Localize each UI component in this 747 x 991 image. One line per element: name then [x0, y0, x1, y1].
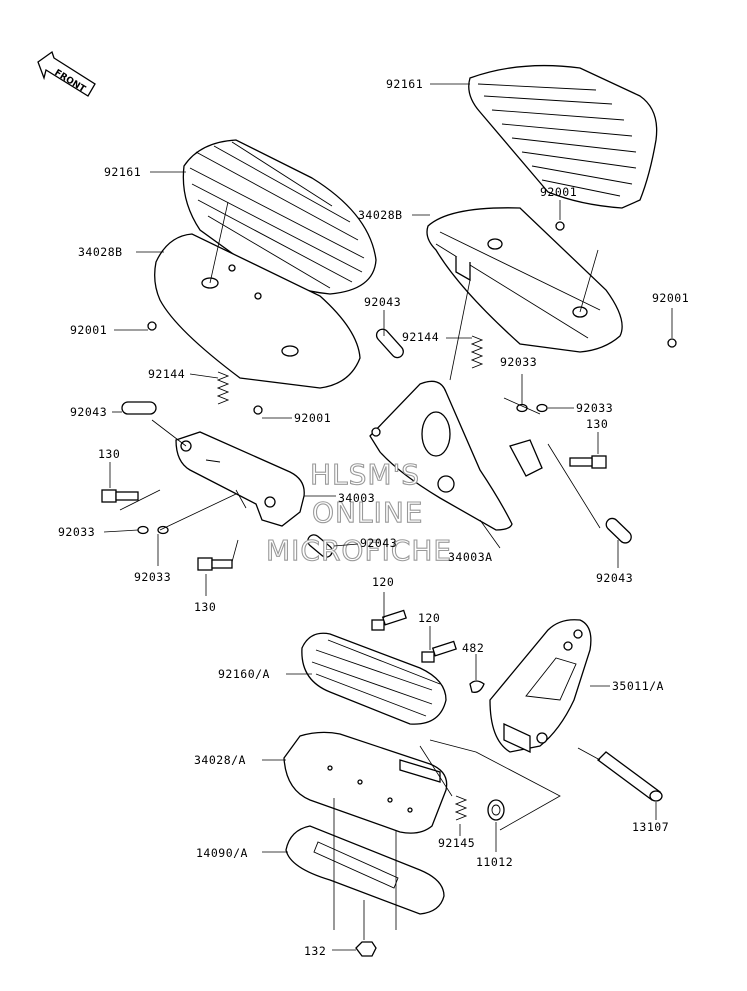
front-arrow-icon: FRONT — [37, 50, 96, 97]
callout-130-right: 130 — [586, 417, 608, 431]
callout-92033-right-b: 92033 — [576, 401, 613, 415]
washer-92033 — [137, 403, 548, 535]
spring-92145 — [454, 795, 468, 821]
bolt-130-left-top — [101, 489, 139, 503]
callout-92001-left-bottom: 92001 — [294, 411, 331, 425]
callout-34028B-left: 34028B — [78, 245, 123, 259]
pin-92043-mid — [307, 534, 333, 558]
callout-92033-right-a: 92033 — [500, 355, 537, 369]
callout-92160A: 92160/A — [218, 667, 270, 681]
callout-34028B-right: 34028B — [358, 208, 403, 222]
rear-left-floorboard — [147, 233, 361, 415]
pedal-shaft-13107 — [597, 751, 663, 802]
bracket-34003A — [369, 380, 543, 531]
clip-482 — [469, 680, 485, 693]
callout-11012: 11012 — [476, 855, 513, 869]
callout-13107: 13107 — [632, 820, 669, 834]
heel-guard-14090A — [285, 825, 445, 915]
watermark-line-3: MICROFICHE — [266, 534, 452, 567]
callout-92043-mid: 92043 — [360, 536, 397, 550]
callout-92033-left-b: 92033 — [134, 570, 171, 584]
callout-92161-front: 92161 — [104, 165, 141, 179]
pin-92043-left — [121, 401, 157, 415]
rear-left-rubber-pad — [182, 139, 377, 295]
spring-92144-left — [216, 371, 230, 405]
rear-right-floorboard — [426, 207, 677, 353]
bolt-120-a — [371, 609, 407, 631]
callout-92144-left: 92144 — [148, 367, 185, 381]
front-floorboard-34028A — [283, 731, 448, 834]
bracket-35011A — [489, 619, 592, 754]
callout-34028A: 34028/A — [194, 753, 246, 767]
callout-92033-left-a: 92033 — [58, 525, 95, 539]
callout-92145: 92145 — [438, 836, 475, 850]
callout-120-b: 120 — [418, 611, 440, 625]
callout-92043-right-bottom: 92043 — [596, 571, 633, 585]
callout-130-left-top: 130 — [98, 447, 120, 461]
callout-34003: 34003 — [338, 491, 375, 505]
callout-92043-right-top: 92043 — [364, 295, 401, 309]
pin-92043-right-bottom — [605, 517, 632, 544]
bracket-34003 — [175, 431, 305, 527]
callout-92161-rear: 92161 — [386, 77, 423, 91]
callout-92043-left-top: 92043 — [70, 405, 107, 419]
pin-92043-top-right — [375, 328, 404, 359]
callout-130-left-bottom: 130 — [194, 600, 216, 614]
front-rubber-pad-92160A — [301, 632, 447, 725]
callout-92001-right-top: 92001 — [540, 185, 577, 199]
callout-92001-right-edge: 92001 — [652, 291, 689, 305]
callout-132: 132 — [304, 944, 326, 958]
callout-14090A: 14090/A — [196, 846, 248, 860]
watermark-line-1: HLSM'S — [310, 458, 420, 491]
callout-92001-left-top: 92001 — [70, 323, 107, 337]
callout-92144-right: 92144 — [402, 330, 439, 344]
rear-right-rubber-pad — [468, 64, 658, 209]
watermark-line-2: ONLINE — [312, 496, 423, 529]
callout-120-a: 120 — [372, 575, 394, 589]
bolt-130-left-bottom — [197, 557, 233, 571]
callout-482: 482 — [462, 641, 484, 655]
bushing-11012 — [487, 799, 505, 821]
bolt-120-b — [421, 640, 457, 663]
nut-132 — [355, 941, 377, 957]
bolt-130-right — [569, 455, 607, 469]
callout-34003A: 34003A — [448, 550, 493, 564]
spring-92144-right — [470, 335, 484, 369]
callout-35011A: 35011/A — [612, 679, 664, 693]
